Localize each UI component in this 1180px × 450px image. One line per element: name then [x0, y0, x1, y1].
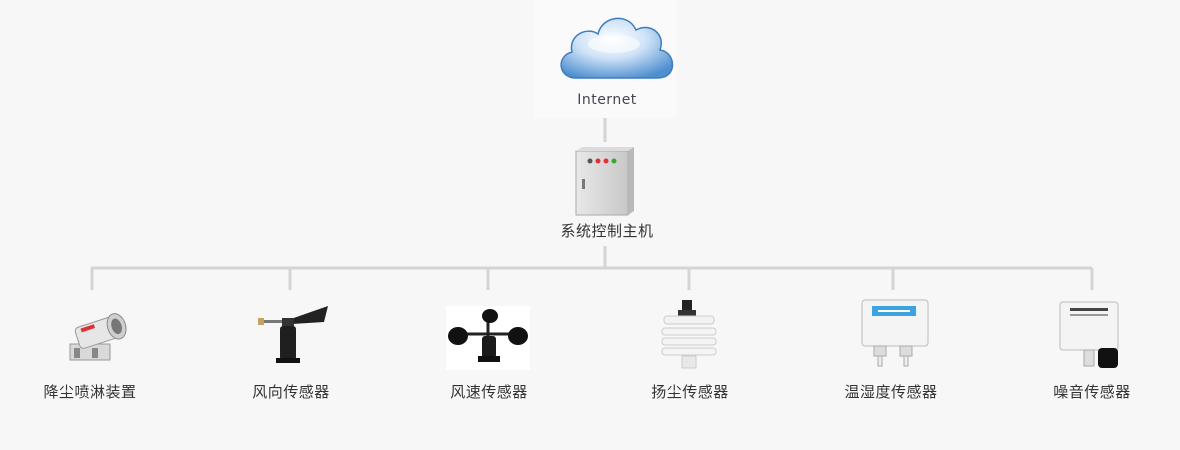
device-6 — [1056, 300, 1128, 374]
internet-label: Internet — [577, 92, 637, 108]
device-2-label: 风向传感器 — [252, 383, 330, 401]
device-3 — [446, 306, 530, 374]
temp-humidity-sensor-icon — [861, 299, 929, 367]
wind-vane-icon — [258, 306, 328, 363]
device-1 — [62, 304, 132, 372]
fog-cannon-icon — [69, 313, 127, 361]
device-1-label: 降尘喷淋装置 — [43, 383, 137, 401]
dust-sensor-icon — [661, 300, 717, 369]
control-cabinet-icon — [575, 147, 634, 216]
internet-node — [534, 0, 676, 118]
device-4 — [656, 300, 722, 376]
device-5 — [858, 298, 934, 372]
anemometer-icon — [446, 306, 530, 370]
device-4-label: 扬尘传感器 — [651, 383, 729, 401]
device-3-label: 风速传感器 — [450, 383, 528, 401]
device-2 — [258, 302, 330, 372]
controller-label: 系统控制主机 — [560, 222, 654, 240]
cloud-icon — [560, 17, 674, 79]
controller-cabinet — [570, 145, 636, 223]
device-6-label: 噪音传感器 — [1053, 383, 1131, 401]
device-5-label: 温湿度传感器 — [844, 383, 938, 401]
noise-sensor-icon — [1059, 301, 1119, 368]
